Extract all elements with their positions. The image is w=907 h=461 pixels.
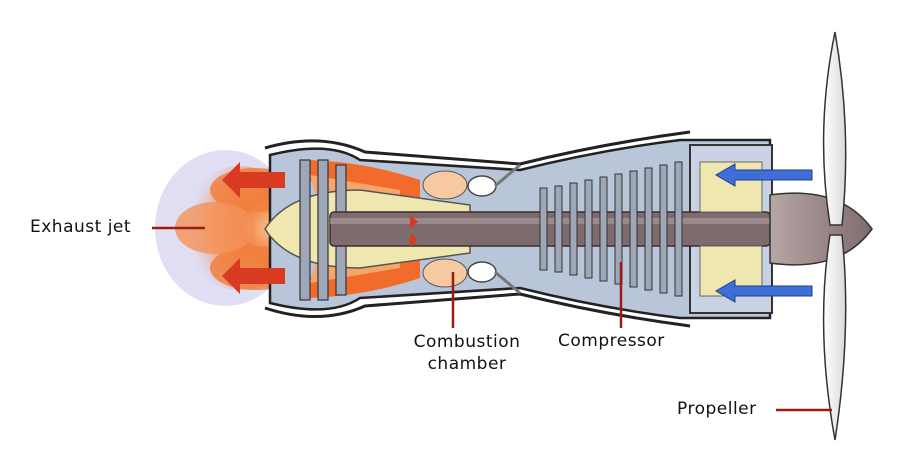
compressor-blades xyxy=(539,161,683,297)
combustion-chamber-label: Combustion chamber xyxy=(402,331,532,375)
combustion-chamber-label-line1: Combustion xyxy=(413,332,521,352)
combustion-chamber-label-line2: chamber xyxy=(427,354,507,374)
propeller-blades xyxy=(822,31,847,441)
main-shaft xyxy=(329,211,771,247)
intake-arrows xyxy=(715,163,813,303)
leader-lines xyxy=(152,226,832,412)
propeller-spinner xyxy=(769,192,873,266)
propeller-label: Propeller xyxy=(677,399,757,419)
exhaust-arrows xyxy=(222,162,285,294)
exhaust-jet-label: Exhaust jet xyxy=(30,217,132,237)
combustion-flame xyxy=(410,163,521,295)
compressor-label: Compressor xyxy=(558,331,665,351)
